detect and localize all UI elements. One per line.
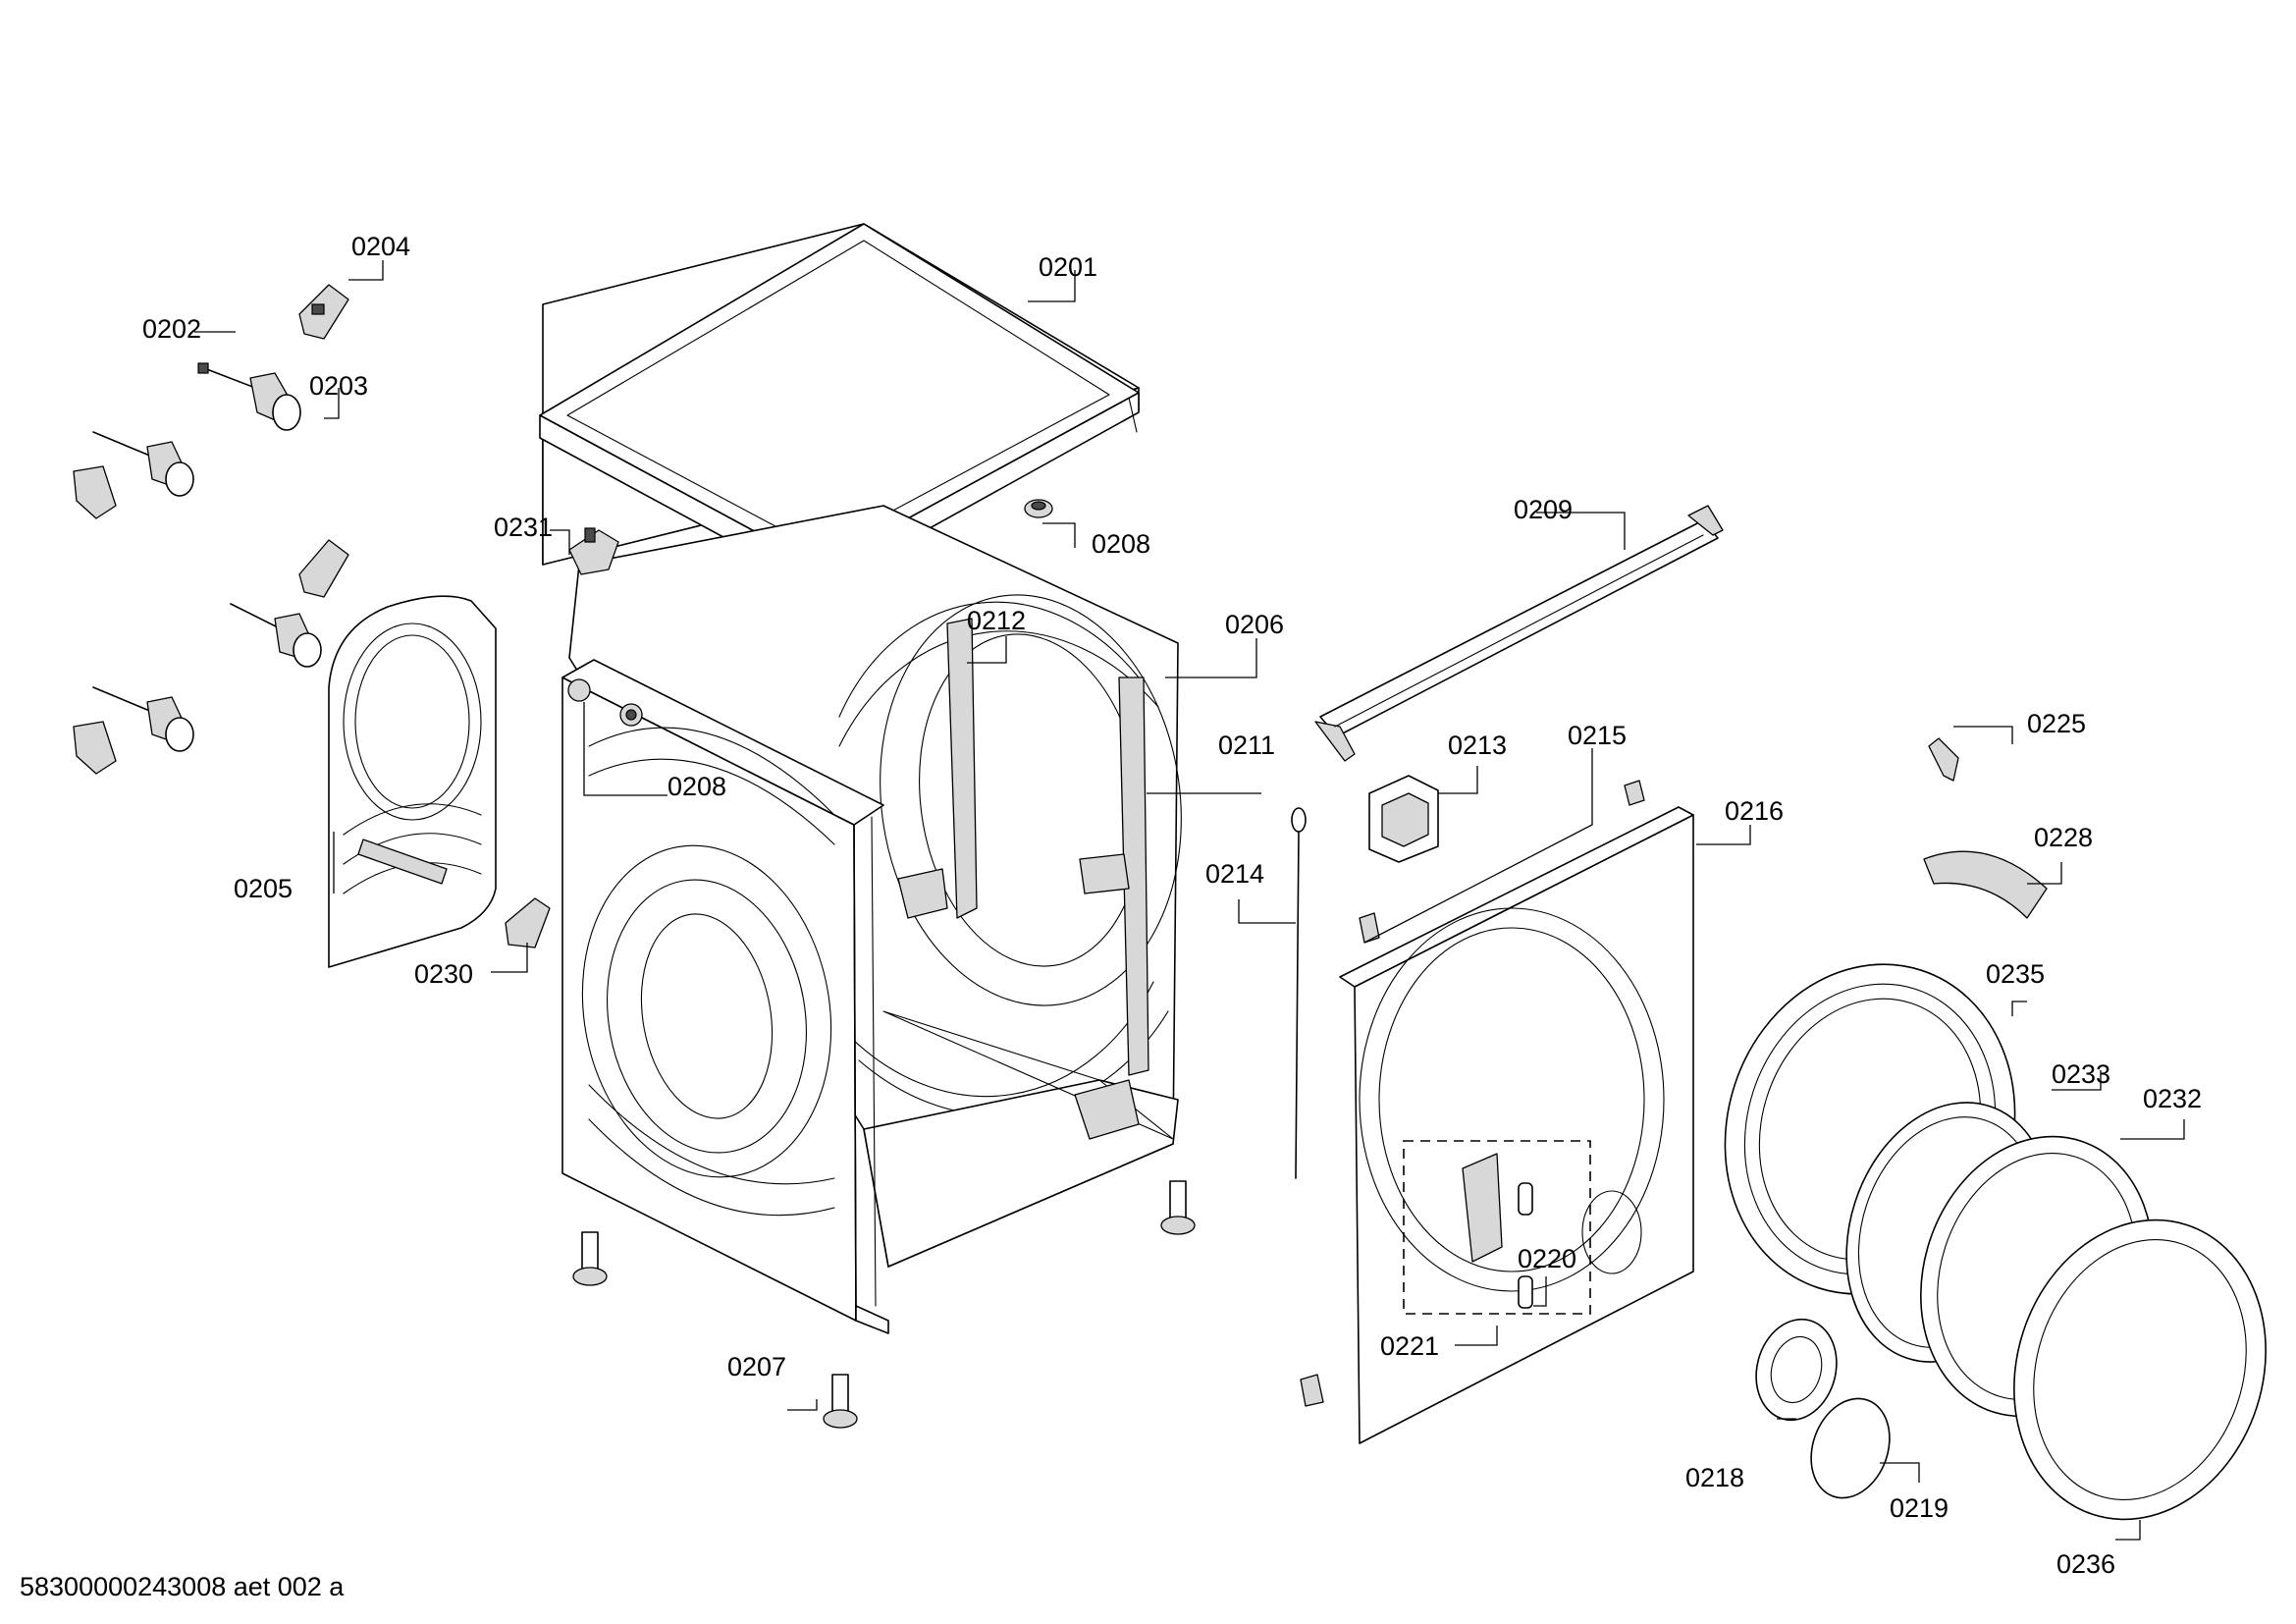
- part-0202-screw[interactable]: [197, 362, 256, 389]
- part-0203-hinge-foot[interactable]: [249, 372, 301, 431]
- part-0213-control-module[interactable]: [1368, 775, 1439, 863]
- callout-0201[interactable]: 0201: [1039, 252, 1097, 282]
- part-0214-cable[interactable]: [1291, 807, 1307, 1179]
- callout-0231[interactable]: 0231: [494, 513, 553, 542]
- part-0236-outer-ring[interactable]: [1976, 1187, 2296, 1552]
- part-0216-front-panel[interactable]: [1339, 806, 1694, 1444]
- callout-0203[interactable]: 0203: [309, 371, 368, 401]
- part-0215-clip-top[interactable]: [1624, 780, 1645, 806]
- part-clip-bottom[interactable]: [1300, 1374, 1324, 1407]
- callout-0235[interactable]: 0235: [1986, 959, 2045, 989]
- callout-0228[interactable]: 0228: [2034, 823, 2093, 852]
- part-0230-hatch[interactable]: [505, 897, 551, 948]
- callout-labels: 0201 0202 0203 0204 0205 0206 0207 0208 …: [142, 232, 2202, 1579]
- part-0209-top-rail[interactable]: [1314, 505, 1724, 762]
- callout-0205[interactable]: 0205: [234, 874, 293, 903]
- part-0220-pin[interactable]: [1518, 1182, 1533, 1309]
- part-0219-cover[interactable]: [1798, 1387, 1903, 1509]
- callout-0214[interactable]: 0214: [1205, 859, 1264, 889]
- part-cabinet[interactable]: [557, 505, 1206, 1334]
- callout-0215[interactable]: 0215: [1568, 721, 1627, 750]
- callout-0230[interactable]: 0230: [414, 959, 473, 989]
- callout-0202[interactable]: 0202: [142, 314, 201, 344]
- part-0207-foot-left[interactable]: [572, 1231, 608, 1286]
- callout-0220[interactable]: 0220: [1518, 1244, 1576, 1273]
- part-foot-right[interactable]: [1160, 1180, 1196, 1235]
- part-screw-set-3[interactable]: [230, 603, 322, 668]
- callout-0208-side[interactable]: 0208: [667, 772, 726, 801]
- part-0204-clip[interactable]: [298, 284, 349, 340]
- part-clip-second[interactable]: [298, 539, 349, 598]
- part-0208-plug-top[interactable]: [1024, 499, 1053, 518]
- part-0231-bracket[interactable]: [568, 527, 619, 575]
- part-0221-latch-group[interactable]: [1403, 1140, 1591, 1315]
- part-0201-top-cover[interactable]: [539, 223, 1140, 592]
- callout-0204[interactable]: 0204: [351, 232, 410, 261]
- callout-0225[interactable]: 0225: [2027, 709, 2086, 738]
- part-0225-pin[interactable]: [1928, 737, 1959, 782]
- callout-0207[interactable]: 0207: [727, 1352, 786, 1381]
- part-screw-set-4[interactable]: [73, 686, 194, 775]
- callout-0208-top[interactable]: 0208: [1092, 529, 1150, 559]
- callout-0216[interactable]: 0216: [1725, 796, 1784, 826]
- part-0218-hinge[interactable]: [1745, 1310, 1847, 1429]
- callout-0232[interactable]: 0232: [2143, 1084, 2202, 1113]
- callout-0213[interactable]: 0213: [1448, 731, 1507, 760]
- callout-0211[interactable]: 0211: [1218, 731, 1275, 760]
- callout-0212[interactable]: 0212: [967, 606, 1026, 635]
- part-0228-handle[interactable]: [1923, 850, 2048, 919]
- callout-0233[interactable]: 0233: [2052, 1059, 2110, 1089]
- document-code: 58300000243008 aet 002 a: [20, 1572, 345, 1601]
- part-clip-left[interactable]: [1359, 912, 1380, 944]
- callout-0209[interactable]: 0209: [1514, 495, 1573, 524]
- callout-leaders: [194, 260, 2185, 1541]
- part-screw-set-2[interactable]: [73, 431, 194, 519]
- callout-0206[interactable]: 0206: [1225, 610, 1284, 639]
- callout-0219[interactable]: 0219: [1890, 1493, 1949, 1523]
- part-0207-foot-bottom[interactable]: [823, 1374, 858, 1429]
- part-0205-side-panel[interactable]: [328, 595, 497, 968]
- callout-0218[interactable]: 0218: [1685, 1463, 1744, 1492]
- callout-0221[interactable]: 0221: [1380, 1331, 1439, 1361]
- callout-0236[interactable]: 0236: [2056, 1549, 2115, 1579]
